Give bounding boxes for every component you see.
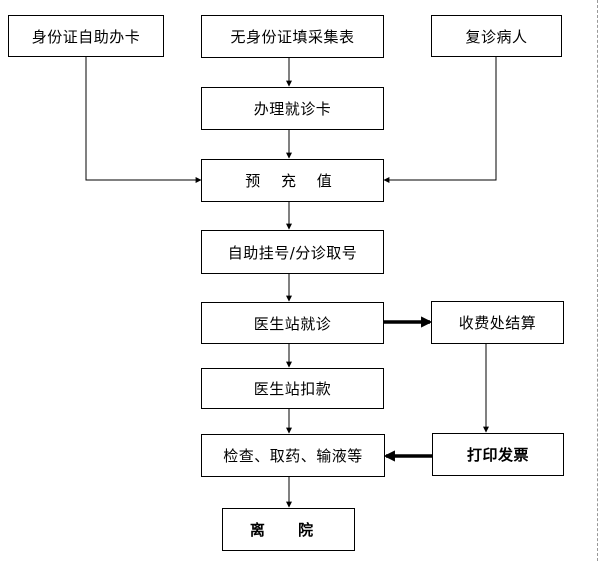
node-discharge: 离 院: [222, 508, 355, 551]
node-prepay: 预 充 值: [201, 159, 384, 202]
node-self-register: 自助挂号/分诊取号: [201, 230, 384, 274]
node-doctor-station: 医生站就诊: [201, 302, 384, 344]
node-apply-card: 办理就诊卡: [201, 87, 384, 130]
arrow-return-to-prepay: [383, 57, 497, 183]
node-doctor-deduct: 医生站扣款: [201, 368, 384, 409]
node-return-patient: 复诊病人: [431, 15, 562, 57]
node-exam-medicine: 检查、取药、输液等: [201, 434, 385, 477]
node-id-card-self: 身份证自助办卡: [8, 15, 164, 57]
node-no-id-form: 无身份证填采集表: [201, 15, 384, 58]
node-print-invoice: 打印发票: [432, 433, 564, 476]
arrow-idcard-to-prepay: [85, 57, 202, 183]
side-dashed-line: [597, 0, 598, 561]
node-cashier-settle: 收费处结算: [431, 301, 564, 344]
